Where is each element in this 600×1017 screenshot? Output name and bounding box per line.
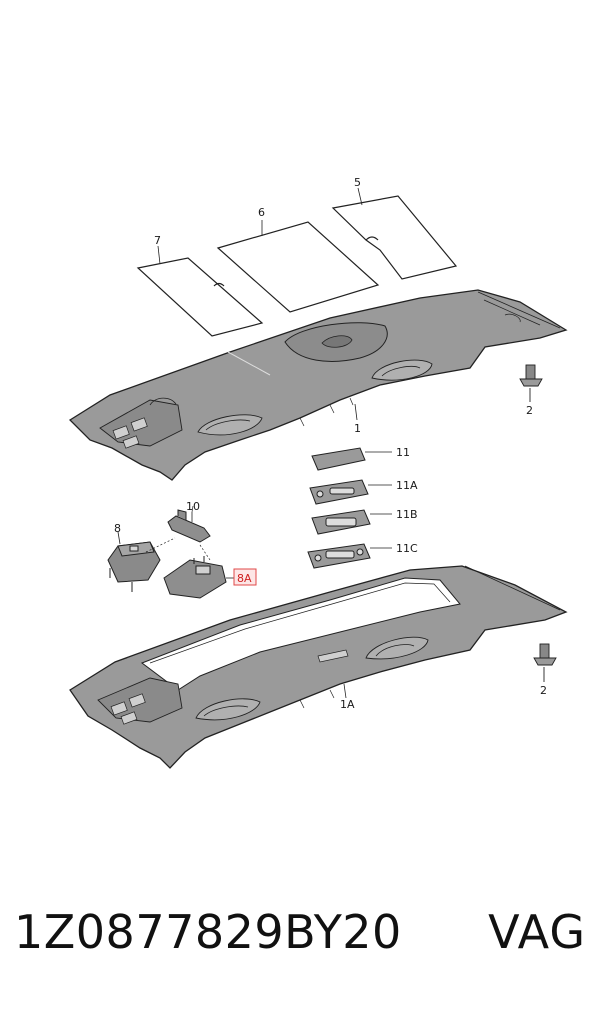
handle-cover-11 bbox=[311, 447, 392, 471]
brand-label: VAG bbox=[488, 905, 586, 959]
handle-cover-11C bbox=[307, 543, 392, 569]
clip-2-bottom bbox=[533, 643, 557, 682]
headliner-1 bbox=[68, 289, 568, 481]
callout-11A: 11A bbox=[396, 479, 418, 492]
callout-11B: 11B bbox=[396, 508, 418, 521]
part-number: 1Z0877829BY20 bbox=[14, 905, 402, 959]
callout-5: 5 bbox=[354, 176, 361, 189]
callout-2-top: 2 bbox=[526, 404, 533, 417]
callout-1: 1 bbox=[354, 422, 361, 435]
callout-11: 11 bbox=[396, 446, 410, 459]
callout-8A: 8A bbox=[237, 572, 252, 585]
headliner-1A bbox=[69, 565, 568, 769]
clip-2-top bbox=[519, 364, 543, 402]
callout-10: 10 bbox=[186, 500, 200, 513]
callout-7: 7 bbox=[154, 234, 161, 247]
insulation-pad-6 bbox=[216, 221, 380, 313]
leader-1 bbox=[354, 403, 358, 421]
light-housing-8A bbox=[163, 556, 236, 599]
insulation-pad-7 bbox=[136, 257, 264, 337]
callout-11C: 11C bbox=[396, 542, 418, 555]
headliner-exploded-diagram: 5 6 7 1 2 11 11A 11B 11C 10 8 8A 2 1A bbox=[68, 176, 568, 769]
bracket-10 bbox=[167, 509, 211, 543]
callout-2-bottom: 2 bbox=[540, 684, 547, 697]
footer: 1Z0877829BY20 VAG bbox=[0, 905, 600, 975]
handle-cover-11A bbox=[309, 479, 392, 505]
callout-8: 8 bbox=[114, 522, 121, 535]
leader-1A bbox=[343, 683, 347, 699]
leader-lines-mid bbox=[145, 505, 211, 561]
callout-8A-box bbox=[233, 568, 257, 586]
light-housing-8 bbox=[107, 531, 161, 592]
callout-1A: 1A bbox=[340, 698, 355, 711]
insulation-pad-5 bbox=[331, 195, 458, 280]
callout-6: 6 bbox=[258, 206, 265, 219]
handle-cover-11B bbox=[311, 509, 392, 535]
leader-lines-top bbox=[157, 187, 363, 265]
